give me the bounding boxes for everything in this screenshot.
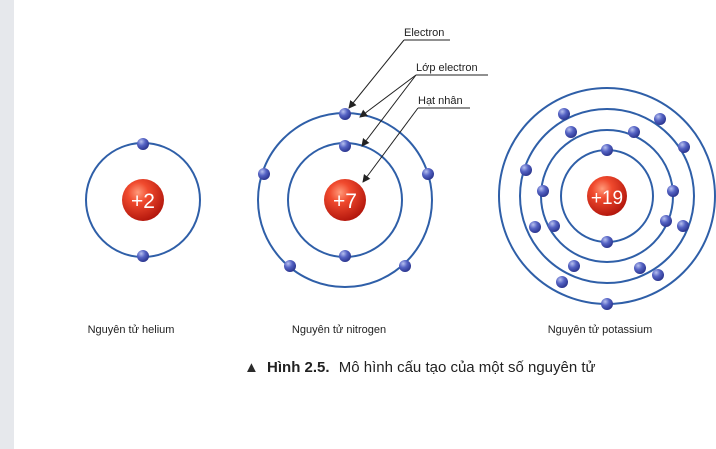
electron-label: Electron [404,27,444,39]
nitrogen-electron [399,260,411,272]
figure-title: Hình 2.5. [267,359,330,376]
potassium-orbit-3 [519,108,695,284]
textbook-page [14,0,716,449]
potassium-electron [678,141,690,153]
shell-pointer-inner [361,74,417,147]
potassium-atom: +19 [498,87,716,310]
potassium-caption: Nguyên tử potassium [548,324,653,336]
potassium-charge: +19 [591,188,623,209]
nitrogen-nucleus [324,179,366,221]
page-edge [0,0,14,449]
nitrogen-caption: Nguyên tử nitrogen [292,324,386,336]
electron-pointer [348,39,405,109]
potassium-electron [565,126,577,138]
potassium-electron [677,220,689,232]
potassium-electron [529,221,541,233]
potassium-electron [537,185,549,197]
potassium-electron [601,144,613,156]
potassium-electron [667,185,679,197]
potassium-electron [654,113,666,125]
potassium-electron [548,220,560,232]
potassium-electron [660,215,672,227]
potassium-electron [652,269,664,281]
nitrogen-electron [339,250,351,262]
helium-atom: +2 [85,138,201,262]
potassium-nucleus [587,176,627,216]
nitrogen-electron [284,260,296,272]
figure-caption-text: Mô hình cấu tạo của một số nguyên tử [339,359,596,376]
helium-caption: Nguyên tử helium [88,324,175,336]
nitrogen-electron [339,108,351,120]
figure-caption-line: ▲ Hình 2.5. Mô hình cấu tạo của một số n… [244,359,596,376]
nitrogen-atom: +7 [257,108,434,288]
potassium-electron [520,164,532,176]
helium-electron [137,138,149,150]
shell-label: Lớp electron [416,62,478,74]
nitrogen-charge: +7 [333,190,357,213]
potassium-electron [558,108,570,120]
nucleus-pointer [362,107,419,183]
helium-nucleus [122,179,164,221]
triangle-marker-icon: ▲ [244,359,259,376]
helium-electron [137,250,149,262]
potassium-electron [568,260,580,272]
potassium-electron [601,298,613,310]
shell-pointer-outer [359,74,417,118]
potassium-electron [556,276,568,288]
nitrogen-electron [339,140,351,152]
nitrogen-electron [258,168,270,180]
callouts: Electron Lớp electron Hạt nhân [348,27,488,183]
nucleus-label: Hạt nhân [418,95,463,107]
potassium-electron [634,262,646,274]
nitrogen-electron [422,168,434,180]
potassium-electron [628,126,640,138]
potassium-electron [601,236,613,248]
helium-charge: +2 [131,190,155,213]
